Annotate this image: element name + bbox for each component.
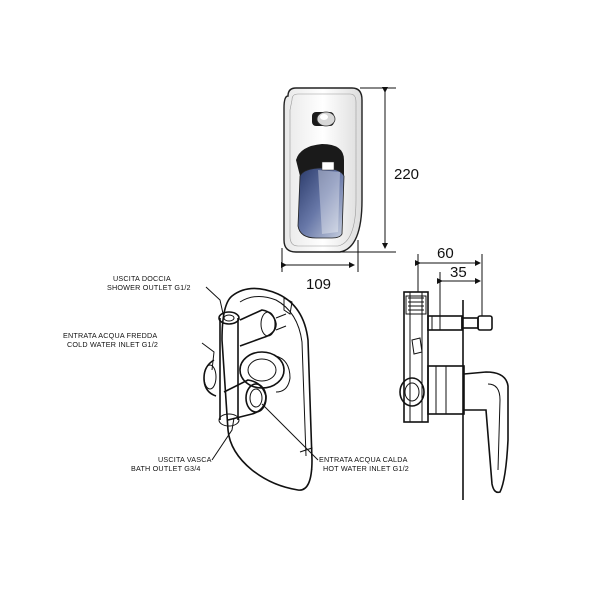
label-bath-outlet-en: BATH OUTLET G3/4 — [131, 464, 201, 473]
iso-valve-body — [239, 351, 291, 393]
label-hot-inlet-en: HOT WATER INLET G1/2 — [323, 464, 409, 473]
depth-partial-value: 35 — [450, 264, 467, 281]
front-view — [283, 87, 363, 253]
height-dimension: 220 — [340, 87, 419, 253]
iso-cold-inlet — [203, 359, 217, 397]
depth-dimensions: 60 35 — [415, 245, 483, 316]
label-shower-outlet-en: SHOWER OUTLET G1/2 — [107, 283, 191, 292]
label-hot-inlet-it: ENTRATA ACQUA CALDA — [319, 455, 408, 464]
side-valve-body — [403, 291, 429, 423]
label-bath-outlet-it: USCITA VASCA — [158, 455, 212, 464]
diverter-knob — [312, 111, 336, 127]
side-view: 60 35 — [399, 245, 509, 500]
iso-top-nozzle — [239, 309, 287, 347]
label-shower-outlet-it: USCITA DOCCIA — [113, 274, 171, 283]
width-value: 109 — [306, 276, 331, 293]
width-dimension: 109 — [281, 240, 359, 293]
iso-bath-outlet — [223, 379, 267, 421]
side-diverter — [427, 315, 493, 331]
iso-plate — [221, 287, 313, 491]
lever-handle — [296, 144, 345, 239]
leader-lines — [201, 286, 319, 461]
label-cold-inlet-it: ENTRATA ACQUA FREDDA — [63, 331, 157, 340]
annotations: USCITA DOCCIA SHOWER OUTLET G1/2 ENTRATA… — [63, 274, 409, 473]
height-value: 220 — [394, 166, 419, 183]
side-cartridge — [399, 365, 509, 494]
label-cold-inlet-en: COLD WATER INLET G1/2 — [67, 340, 158, 349]
isometric-view — [203, 287, 313, 491]
depth-total-value: 60 — [437, 245, 454, 262]
